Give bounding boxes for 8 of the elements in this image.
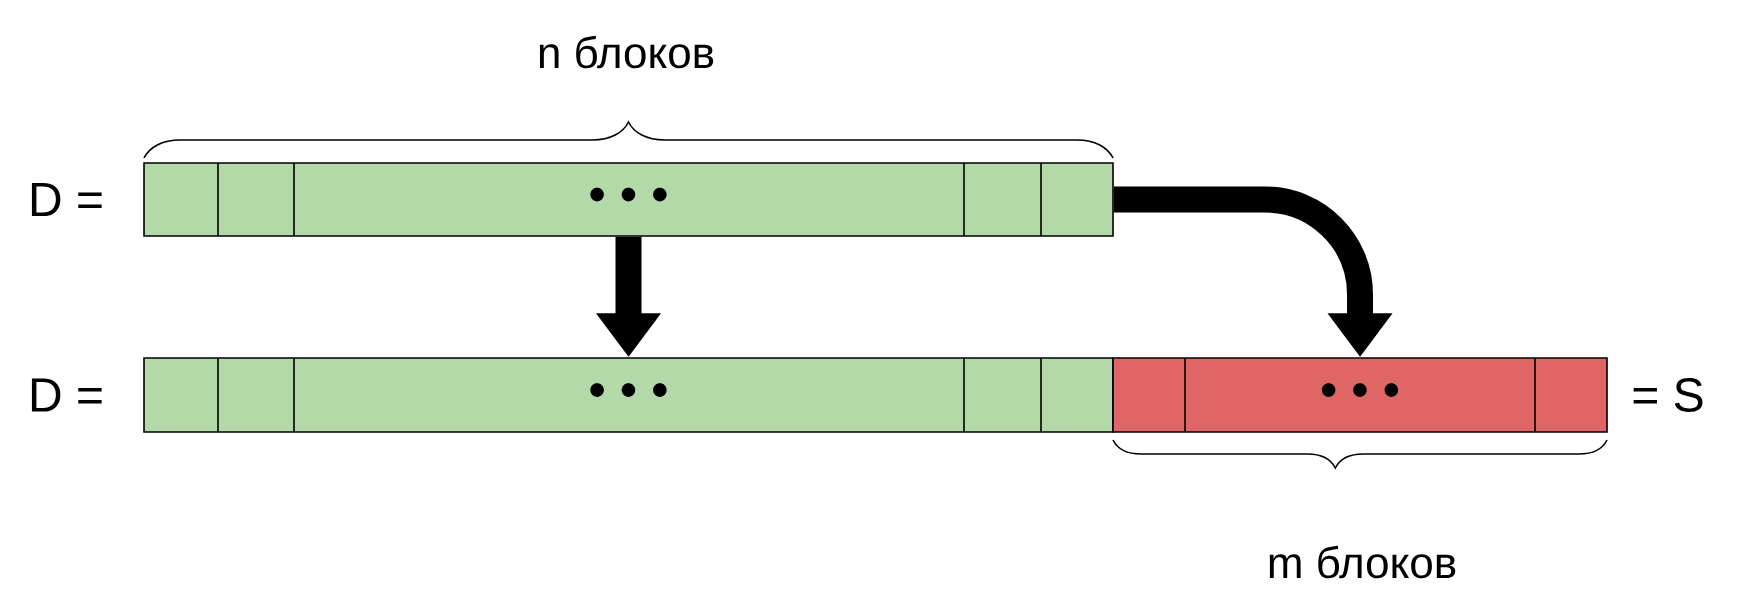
brace-label: m блоков [1269,545,1456,579]
block-array: • • • [143,357,1114,433]
brace-label: n блоков [539,35,714,69]
array-label: = S [1633,378,1703,412]
block-array: • • • [1112,357,1608,433]
array-label: D = [31,183,102,216]
block-array: • • • [143,162,1114,237]
array-label: D = [31,378,102,412]
